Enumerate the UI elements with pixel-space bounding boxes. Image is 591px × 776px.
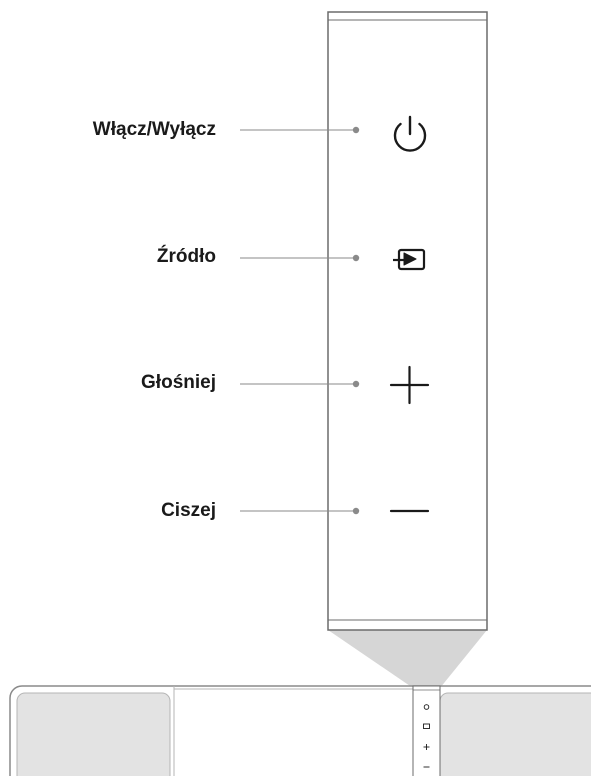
leader-line-source <box>240 254 360 262</box>
enlarged-control-strip <box>327 11 488 631</box>
volume-up-label: Głośniej <box>141 372 216 393</box>
strip-body <box>327 11 488 631</box>
leader-line-power <box>240 126 360 134</box>
volume-down-label: Ciszej <box>161 500 216 521</box>
power-icon[interactable] <box>393 115 427 152</box>
plus-icon[interactable] <box>389 365 430 405</box>
device-body <box>9 685 591 776</box>
device-power-icon <box>423 704 430 710</box>
device-plus-icon <box>423 744 430 750</box>
device-control-strip <box>412 685 441 776</box>
power-label: Włącz/Wyłącz <box>92 119 216 140</box>
device-source-icon <box>423 723 430 729</box>
source-label: Źródło <box>156 246 216 267</box>
magnifier-cone <box>328 630 487 688</box>
source-input-icon[interactable] <box>393 248 426 271</box>
device-right-panel <box>439 692 591 776</box>
leader-line-volume-up <box>240 380 360 388</box>
leader-line-volume-down <box>240 507 360 515</box>
device-left-panel <box>16 692 171 776</box>
